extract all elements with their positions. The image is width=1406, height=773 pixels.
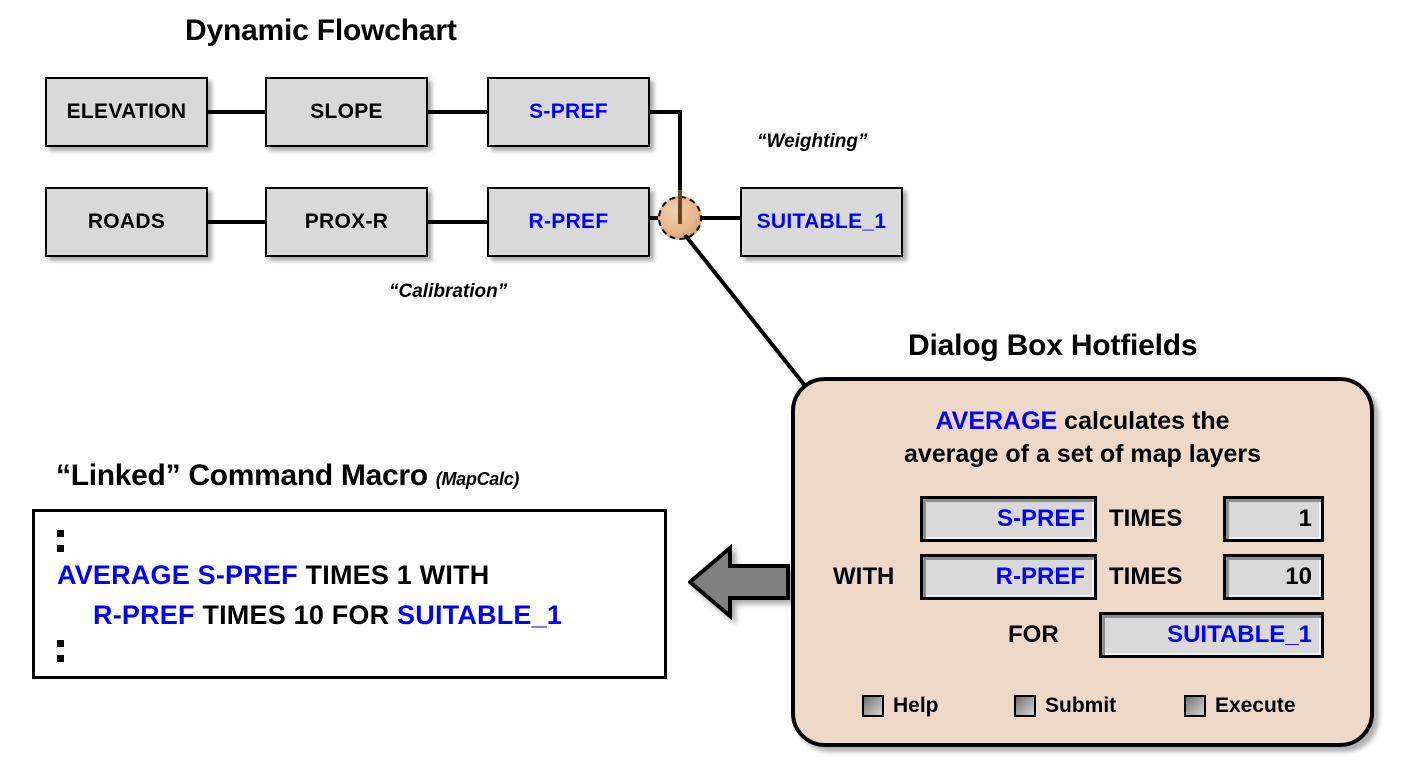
label-times-1: TIMES xyxy=(1109,505,1183,532)
macro-map-rpref: R-PREF xyxy=(93,600,195,630)
help-button[interactable]: Help xyxy=(862,694,939,718)
vertical-ellipsis-icon-top xyxy=(57,530,66,560)
connector-roads-proxr xyxy=(208,220,265,224)
flow-box-label: ELEVATION xyxy=(66,100,187,123)
dialog-description: AVERAGE calculates the average of a set … xyxy=(795,405,1370,471)
connector-slope-spref xyxy=(428,110,487,114)
execute-button-label: Execute xyxy=(1215,694,1296,717)
left-arrow-icon xyxy=(688,544,790,620)
macro-title: “Linked” Command Macro (MapCalc) xyxy=(56,461,519,491)
flow-box-r-pref[interactable]: R-PREF xyxy=(487,187,650,257)
connector-spref-elbow-h xyxy=(650,110,682,114)
hotfield-weight-2[interactable]: 10 xyxy=(1223,554,1324,600)
connector-node-suitable xyxy=(700,216,742,220)
macro-title-text: “Linked” Command Macro xyxy=(56,459,428,492)
macro-line-1: AVERAGE S-PREF TIMES 1 WITH xyxy=(57,560,489,591)
checkbox-icon[interactable] xyxy=(1184,695,1206,717)
macro-title-note: (MapCalc) xyxy=(435,469,520,489)
connector-proxr-rpref xyxy=(428,220,487,224)
dialog-box: AVERAGE calculates the average of a set … xyxy=(791,377,1374,747)
hotfield-map-layer-2[interactable]: R-PREF xyxy=(920,554,1097,600)
vertical-ellipsis-icon-bottom xyxy=(57,640,66,670)
dialog-title: Dialog Box Hotfields xyxy=(908,329,1198,362)
flow-box-suitable-1[interactable]: SUITABLE_1 xyxy=(740,187,903,257)
macro-line-2: R-PREF TIMES 10 FOR SUITABLE_1 xyxy=(93,600,562,631)
leader-node-to-dialog xyxy=(683,233,808,389)
annotation-calibration: “Calibration” xyxy=(389,281,508,302)
flow-box-label: SLOPE xyxy=(310,100,383,123)
junction-node-stem-icon xyxy=(678,190,682,224)
macro-out-suitable: SUITABLE_1 xyxy=(397,600,563,630)
macro-map-spref: S-PREF xyxy=(197,560,298,590)
flow-box-s-pref[interactable]: S-PREF xyxy=(487,77,650,147)
label-with: WITH xyxy=(833,563,895,590)
flow-box-label: R-PREF xyxy=(528,210,609,233)
label-for: FOR xyxy=(1008,621,1059,648)
annotation-weighting: “Weighting” xyxy=(757,131,868,152)
flow-box-slope[interactable]: SLOPE xyxy=(265,77,428,147)
flowchart-title: Dynamic Flowchart xyxy=(185,14,457,47)
macro-kw-average: AVERAGE xyxy=(57,560,198,590)
submit-button-label: Submit xyxy=(1045,694,1117,717)
flow-box-elevation[interactable]: ELEVATION xyxy=(45,77,208,147)
checkbox-icon[interactable] xyxy=(862,695,884,717)
dialog-desc-line2: average of a set of map layers xyxy=(903,440,1262,468)
execute-button[interactable]: Execute xyxy=(1184,694,1296,718)
macro-line2-mid: TIMES 10 FOR xyxy=(194,600,398,630)
connector-elevation-slope xyxy=(208,110,265,114)
flow-box-label: SUITABLE_1 xyxy=(756,210,887,233)
flow-box-label: ROADS xyxy=(87,210,166,233)
flow-box-prox-r[interactable]: PROX-R xyxy=(265,187,428,257)
flow-box-roads[interactable]: ROADS xyxy=(45,187,208,257)
dialog-keyword-average: AVERAGE xyxy=(935,407,1058,435)
checkbox-icon[interactable] xyxy=(1014,695,1036,717)
macro-code-box: AVERAGE S-PREF TIMES 1 WITH R-PREF TIMES… xyxy=(32,509,667,679)
hotfield-output-layer[interactable]: SUITABLE_1 xyxy=(1099,612,1324,658)
connector-spref-elbow-v xyxy=(678,110,682,210)
submit-button[interactable]: Submit xyxy=(1014,694,1116,718)
flow-box-label: S-PREF xyxy=(529,100,608,123)
macro-line1-rest: TIMES 1 WITH xyxy=(297,560,490,590)
label-times-2: TIMES xyxy=(1109,563,1183,590)
hotfield-weight-1[interactable]: 1 xyxy=(1223,496,1324,542)
hotfield-map-layer-1[interactable]: S-PREF xyxy=(920,496,1097,542)
help-button-label: Help xyxy=(893,694,939,717)
flow-box-label: PROX-R xyxy=(304,210,389,233)
dialog-desc-line1-rest: calculates the xyxy=(1057,407,1230,435)
